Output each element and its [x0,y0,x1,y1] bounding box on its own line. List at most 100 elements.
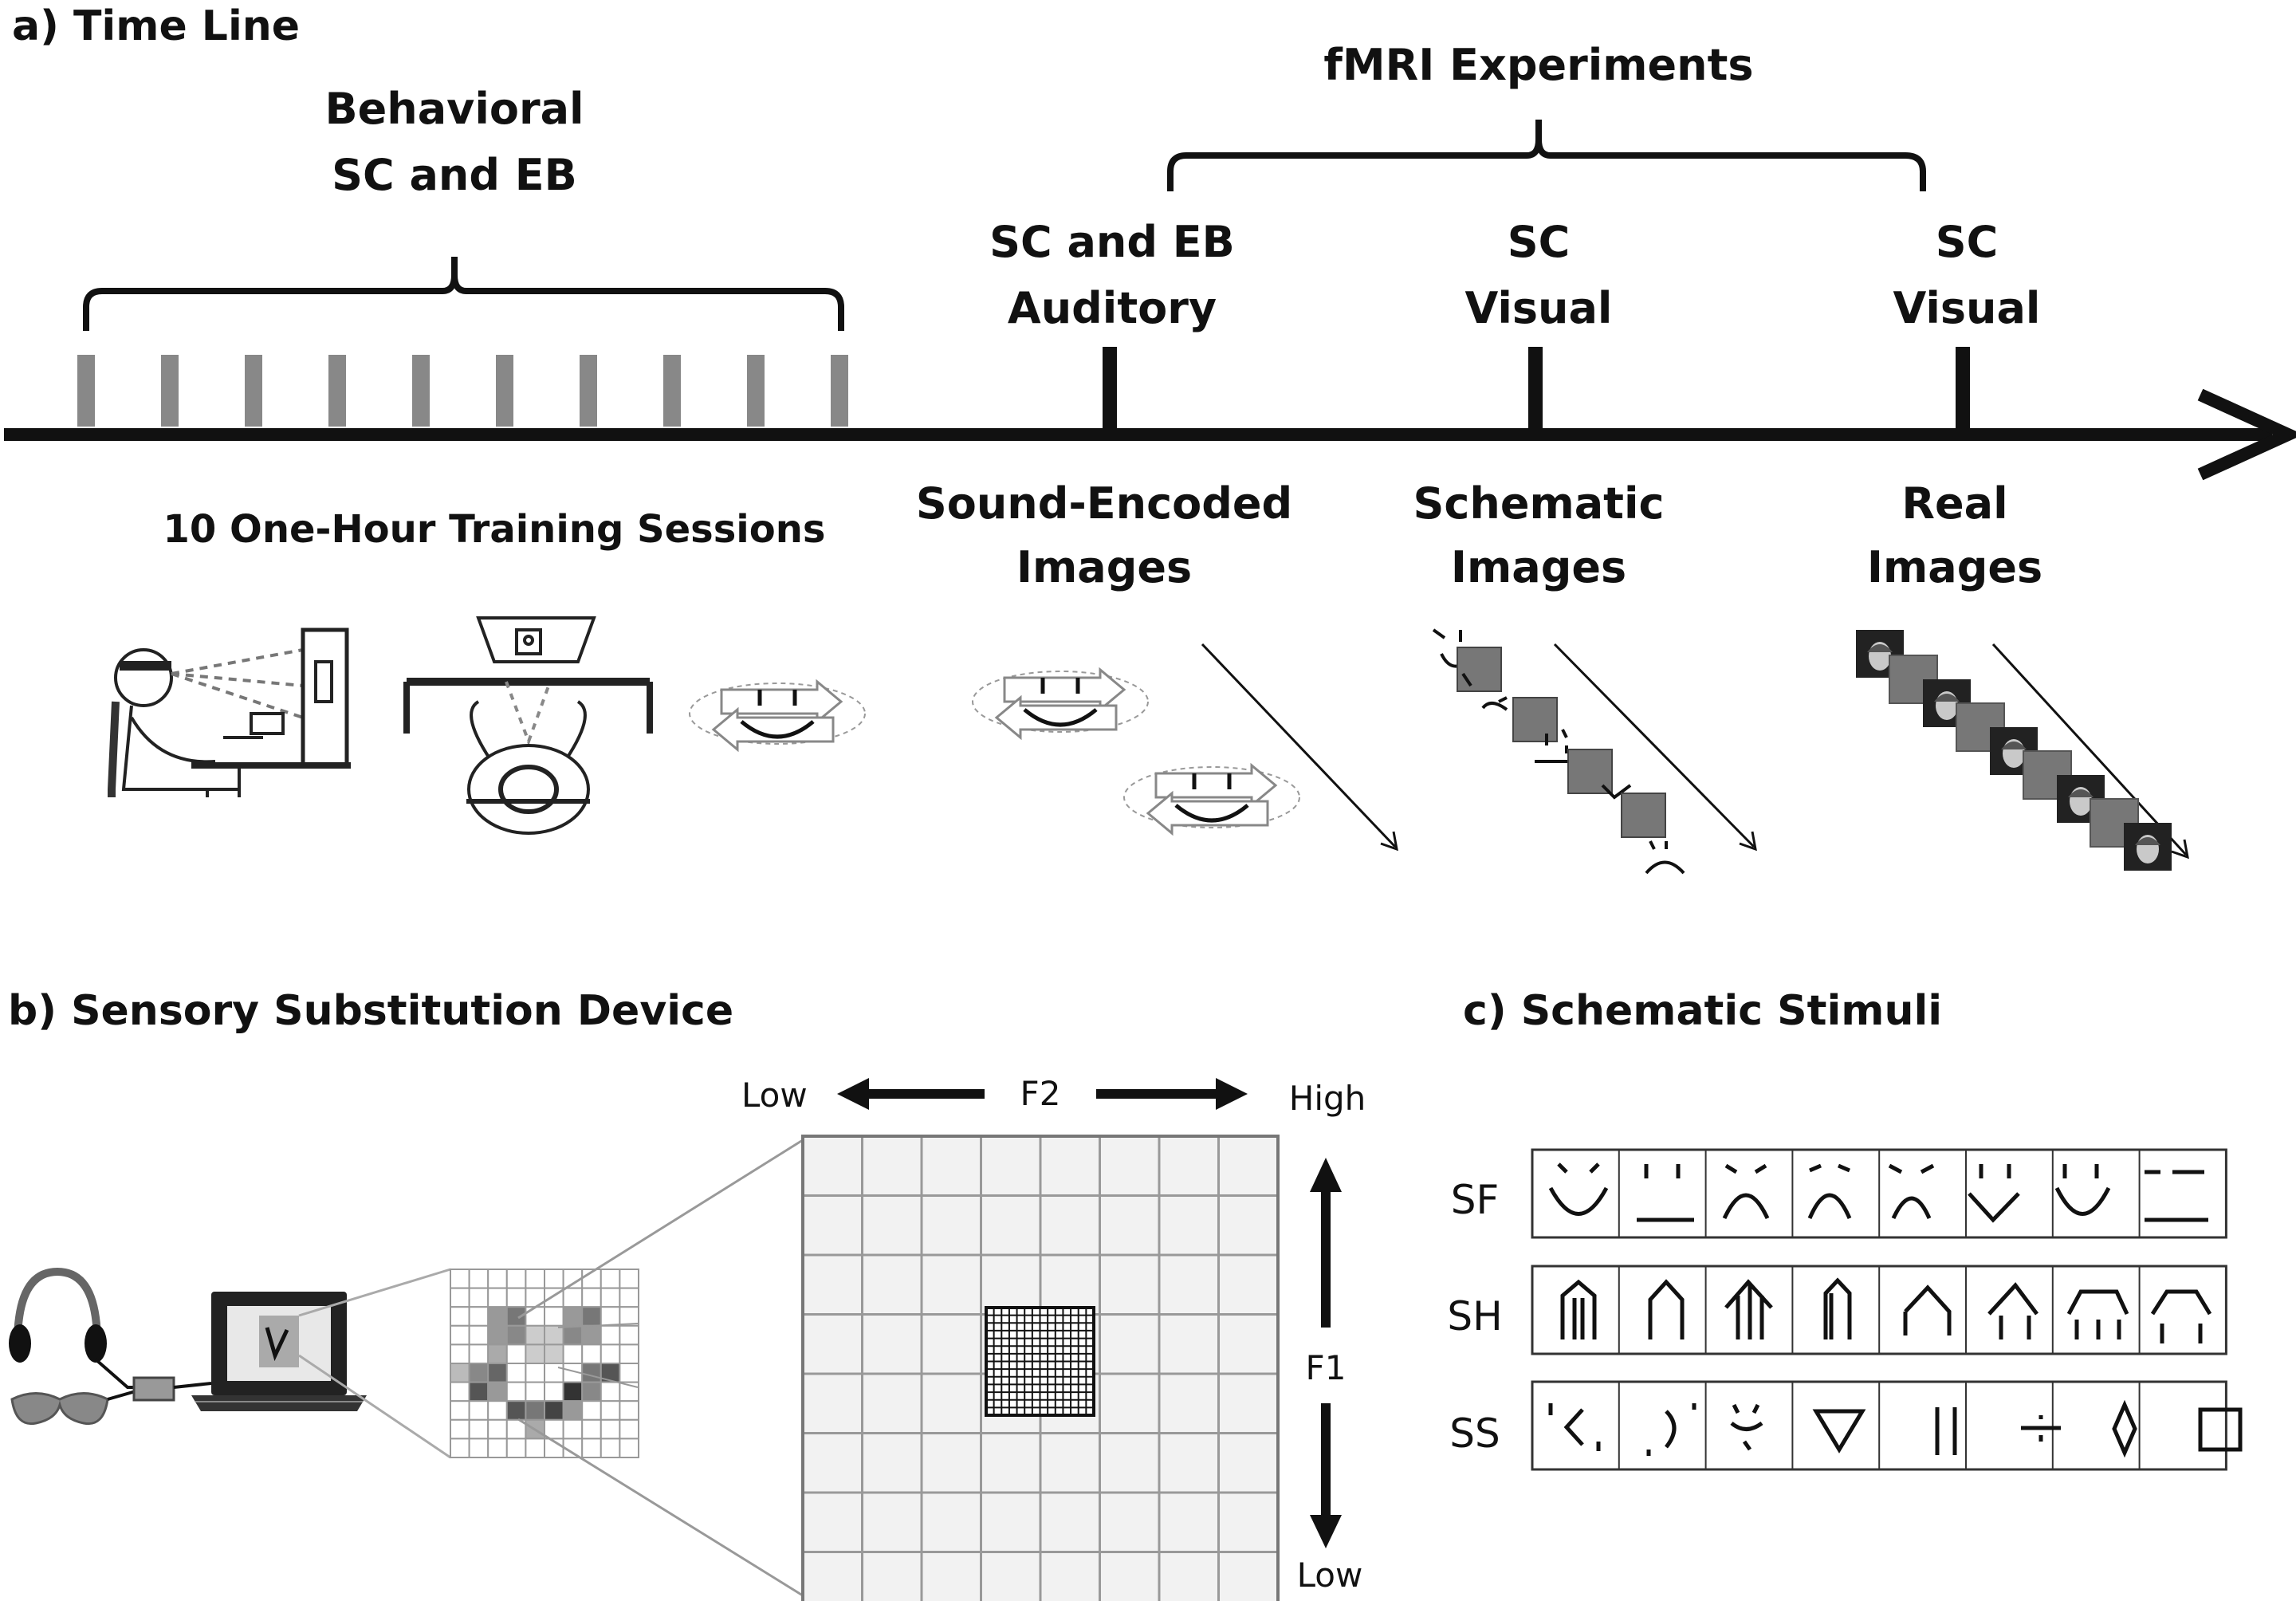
pixel-cell [544,1324,564,1346]
pixel-cell [525,1400,546,1421]
pixel-mapping-lines [557,1323,639,1388]
grid-cell [1158,1194,1220,1257]
sh-stimulus-8 [2150,1289,2212,1343]
sf-stimulus-6 [1968,1164,2020,1223]
pixel-cell [487,1287,508,1308]
right-arrow-shape [1003,667,1126,713]
grid-cell [1217,1135,1280,1197]
grid-cell [920,1313,982,1375]
grid-cell [861,1253,923,1316]
grid-cell [1099,1194,1161,1257]
grid-cell [801,1194,863,1257]
pixel-cell [450,1324,470,1346]
pixel-cell [525,1438,546,1459]
photo-hair [1934,694,1960,702]
pixel-cell [468,1400,489,1421]
sf-stimulus-7 [2054,1164,2111,1216]
stimulus-frames [1531,1148,2227,1471]
pixel-cell [487,1400,508,1421]
pixel-cell [562,1343,584,1365]
pixel-cell [581,1363,602,1383]
ss-stimulus-6 [2021,1415,2061,1442]
row-label-ss: SS [1449,1410,1500,1457]
pixel-cell [544,1381,564,1402]
laptop-icon [191,1292,367,1411]
grid-cell [1099,1313,1161,1375]
sweep-loop [689,682,866,745]
grid-cell [1217,1372,1280,1434]
grid-cell [920,1372,982,1434]
zoom-lines-1 [298,1268,451,1459]
grid-cell [1039,1491,1101,1553]
pixel-cell [544,1363,564,1383]
photo-hair [2001,741,2027,749]
pixel-cell [468,1418,489,1440]
pixel-cell [600,1306,621,1327]
panel-c-title: c) Schematic Stimuli [1463,987,1942,1035]
smile-mark [1174,804,1249,823]
pixel-cell [468,1343,489,1365]
pixel-cell [619,1400,640,1421]
pixel-cell [600,1269,621,1289]
left-arrow-shape [994,694,1118,741]
behavioral-label-1: Behavioral [324,84,584,134]
pixel-cell [450,1418,470,1440]
stim1-label-2: Images [1016,542,1192,592]
zoom-lines-2 [517,1137,806,1599]
sf-stimulus-1 [1548,1162,1609,1216]
grid-cell [1158,1432,1220,1494]
pixel-cell [525,1381,546,1402]
pixel-cell [505,1438,527,1459]
pixel-cell [468,1381,489,1402]
pixel-cell [487,1306,508,1327]
panel-c: c) Schematic Stimuli SF SH SS [1447,987,2243,1471]
sf-stimulus-8 [2145,1170,2208,1222]
pixel-cell [505,1269,527,1289]
pixel-cell [619,1363,640,1383]
right-arrow-shape [720,679,843,725]
grid-cell [1217,1253,1280,1316]
pixel-cell [544,1269,564,1289]
pixel-cell [450,1287,470,1308]
row-label-sh: SH [1447,1293,1502,1339]
pixel-cell [468,1324,489,1346]
pixel-cell [600,1343,621,1365]
pixel-cell [450,1400,470,1421]
photo-hair [2068,789,2094,797]
pixel-cell [487,1363,508,1383]
grid-cell [801,1432,863,1494]
fmri-label: fMRI Experiments [1323,40,1753,90]
grid-cell [1099,1491,1161,1553]
grid-cell [1039,1551,1101,1601]
experiment-tick-visual-real [1956,347,1970,431]
ss-stimulus-5 [1935,1407,1957,1455]
pixel-cell [505,1363,527,1383]
ss-stimulus-1 [1548,1403,1601,1451]
f1-label: F1 [1306,1348,1347,1387]
grid-cell [920,1194,982,1257]
pixel-cell [619,1418,640,1440]
f2-label: F2 [1020,1074,1061,1113]
row-label-sf: SF [1451,1177,1500,1223]
pixel-cell [544,1343,564,1365]
sf-stimulus-4 [1807,1163,1852,1219]
grid-cell [920,1551,982,1601]
grid-cell [1158,1372,1220,1434]
panel-b: b) Sensory Substitution Device [8,987,1366,1601]
grid-cell [801,1491,863,1553]
pixel-cell [581,1343,602,1365]
pixel-cell [600,1418,621,1440]
pixel-cell [619,1269,640,1289]
pixel-cell [487,1343,508,1365]
sequence-arrow-1 [1201,643,1397,848]
session-tick [77,355,95,427]
grid-cell [801,1253,863,1316]
pixel-cell [450,1381,470,1402]
training-session-ticks [77,355,848,427]
sh-stimulus-1 [1560,1279,1597,1339]
ss-stimulus-7 [2112,1399,2137,1458]
pixel-cell [450,1306,470,1327]
sweep-loop [1123,766,1300,828]
left-arrow-shape [1146,790,1269,836]
sequence-arrow-3 [1991,643,2188,856]
